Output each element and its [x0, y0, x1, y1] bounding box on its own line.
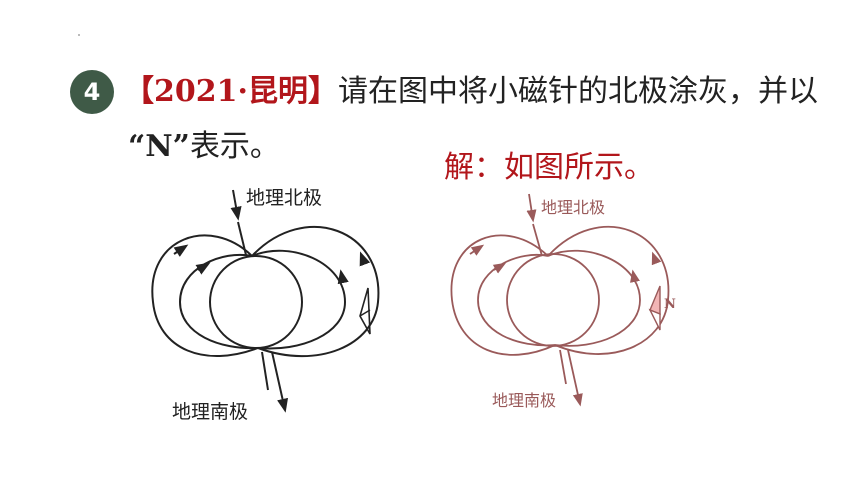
right-outer-right-field-line: [547, 225, 670, 355]
right-magnetic-field-figure: [450, 193, 670, 407]
right-arrow-outer-right: [651, 251, 662, 266]
right-inner-left-field-line: [477, 254, 556, 347]
left-arrow-inner-right: [337, 269, 349, 285]
question-source: 【2021·昆明】: [124, 74, 338, 109]
right-north-pointer-line: [526, 193, 537, 223]
question-text-line1: 【2021·昆明】请在图中将小磁针的北极涂灰，并以: [124, 72, 818, 112]
right-arrow-inner-left: [492, 262, 507, 274]
answer-text: 解：如图所示。: [444, 150, 654, 185]
left-inner-left-field-line: [178, 253, 259, 350]
left-arrow-outer-right: [359, 251, 371, 267]
left-north-pointer-line-2: [237, 221, 247, 256]
right-south-label: 地理南极: [492, 391, 556, 410]
left-compass-needle-mid: [359, 309, 371, 317]
decorative-dot: [78, 34, 80, 36]
question-text: 请在图中将小磁针的北极涂灰，并以: [337, 74, 818, 109]
question-number-badge: 4: [70, 70, 114, 114]
left-arrow-inner-left: [195, 262, 211, 275]
right-needle-n-label: N: [664, 297, 676, 312]
left-south-pointer-line: [261, 351, 269, 391]
left-south-label: 地理南极: [172, 401, 248, 423]
right-south-pointer-line: [559, 349, 567, 385]
north-symbol-text: “N”: [128, 129, 190, 164]
left-north-label: 地理北极: [246, 187, 322, 209]
left-outer-right-field-line: [251, 225, 380, 358]
left-north-pointer-line: [230, 189, 242, 221]
right-inner-right-field-line: [547, 249, 641, 347]
right-compass-needle-icon: [648, 285, 661, 331]
left-outer-left-field-line: [151, 234, 259, 357]
right-earth-circle: [506, 253, 600, 347]
left-inner-right-field-line: [251, 249, 347, 350]
right-north-pointer-line-2: [532, 223, 543, 257]
right-outer-left-field-line: [450, 234, 556, 356]
right-arrow-outer-left: [469, 244, 485, 256]
right-arrow-inner-right: [630, 269, 640, 283]
left-earth-circle: [209, 255, 303, 349]
left-south-axis-line: [271, 351, 289, 413]
left-magnetic-field-figure: [151, 189, 380, 413]
right-south-axis-line: [567, 349, 583, 407]
left-arrow-outer-left: [173, 244, 189, 257]
right-north-label: 地理北极: [541, 198, 605, 217]
question-text-rest: 表示。: [189, 129, 280, 164]
question-text-line2: “N”表示。: [128, 127, 280, 167]
